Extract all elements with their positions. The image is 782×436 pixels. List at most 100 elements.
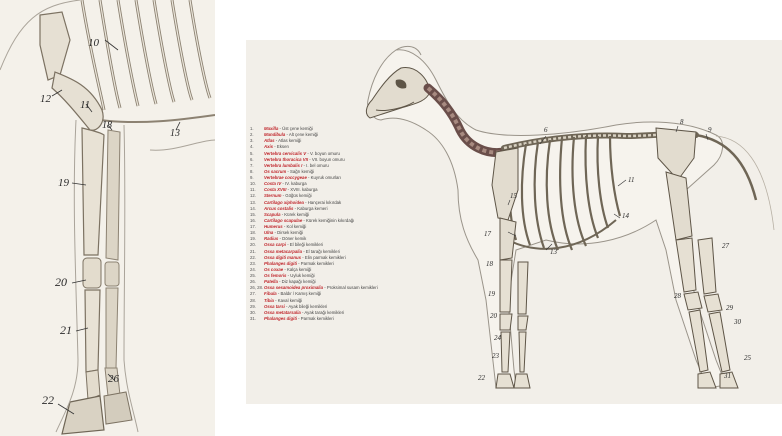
legend-turkish-name: - Dirsek kemiği (275, 230, 303, 235)
hoof (62, 396, 104, 434)
legend-latin-name: Ossa digiti manus (264, 255, 301, 260)
legend-turkish-name: - Uyluk kemiği (288, 273, 315, 278)
carpal-bones (83, 258, 101, 288)
humerus-bone (52, 72, 103, 130)
scapula-bone (40, 12, 70, 80)
callout-label: 25 (744, 354, 752, 362)
legend-latin-name: Mandibula (264, 132, 285, 137)
legend-turkish-name: - Elin parmak kemikleri (302, 255, 345, 260)
legend-latin-name: Maxilla (264, 126, 278, 131)
legend-turkish-name: - I. bel omuru (304, 163, 329, 168)
legend-turkish-name: - Ayak tarağı kemikleri (302, 310, 344, 315)
callout-label: 11 (628, 176, 634, 184)
legend-latin-name: Fibula (264, 291, 277, 296)
legend-latin-name: Scapula (264, 212, 280, 217)
legend-turkish-name: - Proksimal susam kemikleri (324, 285, 377, 290)
legend-latin-name: Humerus (264, 224, 283, 229)
legend-latin-name: Arcus costalis (264, 206, 293, 211)
callout-label: 26 (108, 373, 120, 385)
legend-turkish-name: - Parmak kemikleri (298, 316, 334, 321)
legend-latin-name: Ossa carpi (264, 242, 286, 247)
legend-latin-name: Cartilago xiphoidea (264, 200, 304, 205)
legend-latin-name: Phalanges digiti (264, 316, 297, 321)
legend-turkish-name: - Parmak kemikleri (298, 261, 334, 266)
legend-latin-name: Ulna (264, 230, 273, 235)
legend-latin-name: Costa IV (264, 181, 281, 186)
legend-turkish-name: - El bileği kemikleri (287, 242, 323, 247)
far-radius-bone (106, 130, 120, 260)
callout-label: 10 (88, 37, 100, 49)
callout-label: 17 (484, 230, 492, 238)
legend-turkish-name: - Kuyruk omurları (308, 175, 341, 180)
callout-label: 30 (733, 318, 742, 326)
legend-turkish-name: - Döner kemik (280, 236, 307, 241)
legend-latin-name: Vertebra cervicalis V (264, 151, 306, 156)
legend-latin-name: Ossa metacarpalia (264, 249, 302, 254)
callout-label: 13 (170, 128, 180, 139)
legend-turkish-name: - Üst çene kemiği (280, 126, 313, 131)
legend-latin-name: Phalanges digiti (264, 261, 297, 266)
legend-turkish-name: - Kürek kemiğinin kıkırdağı (303, 218, 354, 223)
legend-turkish-name: - Göğüs kemiği (283, 193, 312, 198)
legend-turkish-name: - Kürek kemiği (282, 212, 309, 217)
tail-hair-outline (716, 136, 774, 230)
legend-latin-name: Costa XVIII (264, 187, 286, 192)
callout-label: 13 (550, 248, 558, 256)
legend-turkish-name: - Hançerai kıkırdak (305, 200, 341, 205)
callout-label: 22 (478, 374, 486, 382)
legend-latin-name: Tibia (264, 298, 274, 303)
callout-label: 31 (723, 372, 731, 380)
legend-latin-name: Os sacrum (264, 169, 286, 174)
callout-label: 8 (680, 118, 684, 126)
callout-label: 29 (726, 304, 734, 312)
callout-label: 6 (544, 126, 548, 134)
callout-label: 22 (42, 393, 54, 407)
legend-latin-name: Atlas (264, 138, 275, 143)
legend-number: 31. (250, 316, 264, 322)
far-leg-skin-outline (124, 125, 138, 432)
callout-label: 12 (40, 93, 52, 105)
far-hoof (104, 392, 132, 424)
legend-latin-name: Ossa metatarsalia (264, 310, 301, 315)
legend-latin-name: Os femoris (264, 273, 286, 278)
callout-label: 20 (490, 312, 498, 320)
sternum (100, 115, 215, 122)
legend-latin-name: Vertebra lumbalis I (264, 163, 302, 168)
metacarpal-bone (85, 290, 100, 372)
legend-latin-name: Ossa tarsi (264, 304, 285, 309)
callout-label: 14 (622, 212, 630, 220)
legend-turkish-name: - Kalça kemiği (284, 267, 311, 272)
legend-latin-name: Cartilago scapulae (264, 218, 302, 223)
legend-turkish-name: - XVIII. kaburga (288, 187, 318, 192)
legend-turkish-name: - Kaval kemiği (275, 298, 302, 303)
callout-label: 11 (80, 99, 90, 111)
legend-turkish-name: - IV. kaburga (282, 181, 306, 186)
phalanx-bone (86, 370, 100, 400)
callout-label: 24 (494, 334, 502, 342)
callout-label: 27 (722, 242, 730, 250)
legend-turkish-name: - Diz kapağı kemiği (279, 279, 316, 284)
legend-latin-name: Ossa sesamoidea proximalia (264, 285, 323, 290)
callout-label: 18 (102, 120, 112, 131)
legend-turkish-name: - Kol kemiği (284, 224, 306, 229)
callout-label: 23 (492, 352, 500, 360)
legend-latin-name: Os coxae (264, 267, 283, 272)
callout-label: 28 (674, 292, 682, 300)
legend-latin-name: Vertebrae coccygeae (264, 175, 307, 180)
legend-turkish-name: - Sağrı kemiği (287, 169, 314, 174)
bone-legend: 1.Maxilla - Üst çene kemiği2.Mandibula -… (250, 126, 450, 322)
legend-turkish-name: - VII. boyun omuru (309, 157, 344, 162)
legend-turkish-name: - El tarağı kemikleri (303, 249, 340, 254)
far-metacarpal-bone (106, 288, 118, 368)
horse-skeleton-panel: 6 8 9 11 15 17 14 13 18 19 20 23 24 22 2… (246, 40, 782, 404)
legend-turkish-name: - Eksen (274, 144, 289, 149)
legend-turkish-name: - Atlas kemiği (276, 138, 302, 143)
callout-label: 18 (486, 260, 494, 268)
legend-turkish-name: - Alt çene kemiği (286, 132, 318, 137)
legend-turkish-name: - Ayak bileği kemikleri (286, 304, 327, 309)
far-carpal-bones (105, 262, 119, 286)
callout-label: 19 (58, 177, 70, 189)
callout-label: 15 (510, 192, 518, 200)
callout-label: 20 (55, 275, 67, 289)
legend-latin-name: Vertebra thoracica VII (264, 157, 308, 162)
